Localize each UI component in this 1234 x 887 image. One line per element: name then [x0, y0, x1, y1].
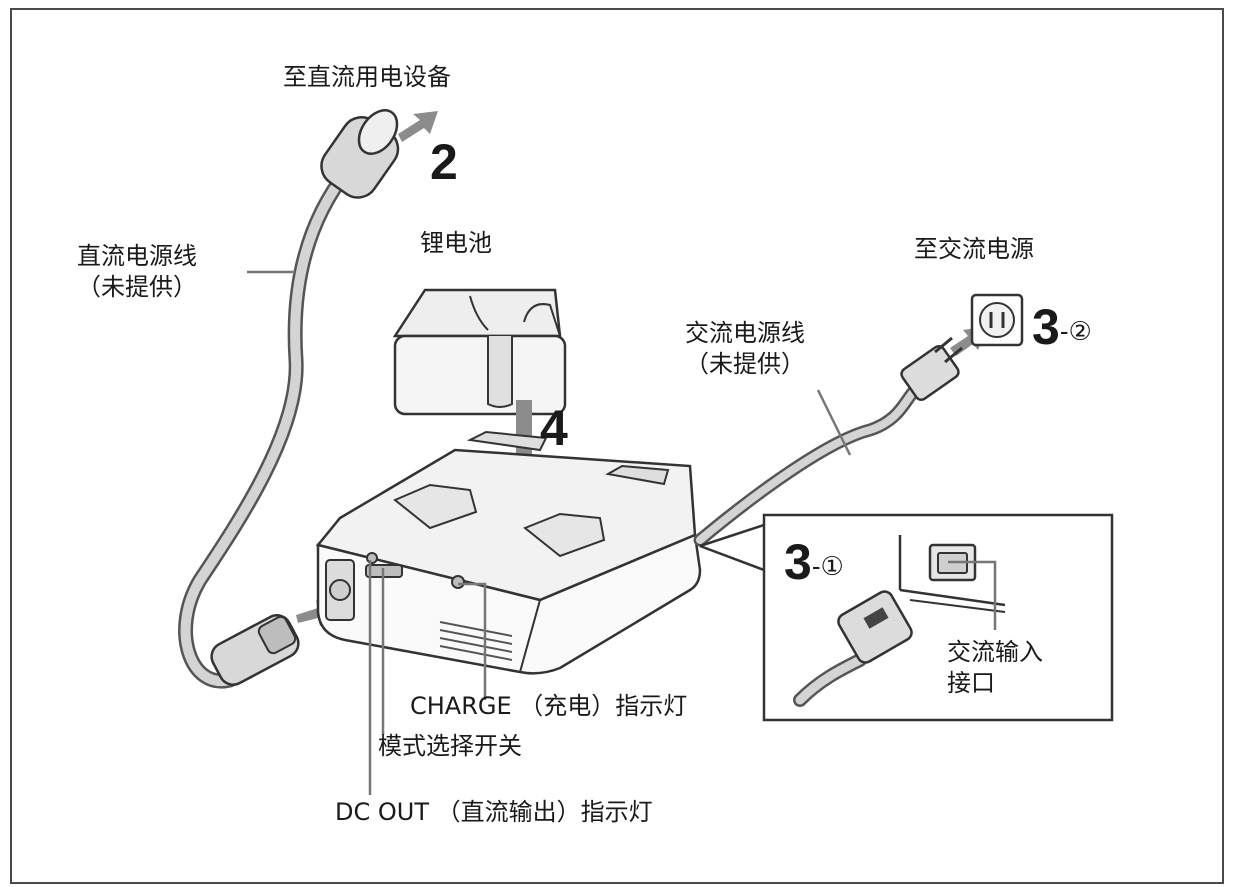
dc-plug-bottom — [210, 614, 300, 686]
dc-power-cable — [178, 162, 356, 689]
wall-outlet — [970, 293, 1024, 347]
label-to-ac-power: 至交流电源 — [914, 235, 1034, 263]
ac-plug — [900, 336, 963, 401]
label-ac-input-line2: 接口 — [947, 669, 995, 697]
label-charge-indicator: CHARGE （充电）指示灯 — [410, 692, 688, 720]
leader-lines — [247, 270, 997, 795]
label-ac-power-cord-line2: （未提供） — [685, 350, 805, 378]
step-3-1-sub: -① — [811, 550, 844, 581]
label-to-dc-device: 至直流用电设备 — [283, 63, 451, 91]
dc-plug-top — [320, 109, 400, 199]
ac-power-cord — [693, 383, 922, 547]
label-ac-input: 交流输入 接口 — [947, 637, 1043, 699]
step-3-2: 3-② — [1032, 302, 1092, 356]
label-dc-power-cable-line1: 直流电源线 — [77, 242, 197, 270]
label-dc-power-cable-line2: （未提供） — [77, 273, 197, 301]
label-lithium-battery: 锂电池 — [420, 229, 492, 257]
step-4: 4 — [540, 400, 568, 456]
label-ac-power-cord: 交流电源线 （未提供） — [685, 318, 805, 380]
step-3-2-sub: -② — [1059, 315, 1092, 346]
diagram-frame — [10, 8, 1224, 884]
label-ac-input-line1: 交流输入 — [947, 638, 1043, 666]
step-3-2-number: 3 — [1032, 299, 1060, 355]
battery-charger — [315, 430, 702, 675]
label-mode-switch: 模式选择开关 — [378, 732, 522, 760]
ac-inlet-inset — [699, 513, 1114, 722]
label-dc-power-cable: 直流电源线 （未提供） — [77, 241, 197, 303]
label-dc-out-indicator: DC OUT （直流输出）指示灯 — [335, 798, 653, 826]
step-3-1-number: 3 — [784, 534, 812, 590]
label-ac-power-cord-line1: 交流电源线 — [685, 319, 805, 347]
step-2: 2 — [430, 134, 458, 190]
step-3-1: 3-① — [784, 537, 844, 591]
lithium-battery — [392, 288, 567, 416]
